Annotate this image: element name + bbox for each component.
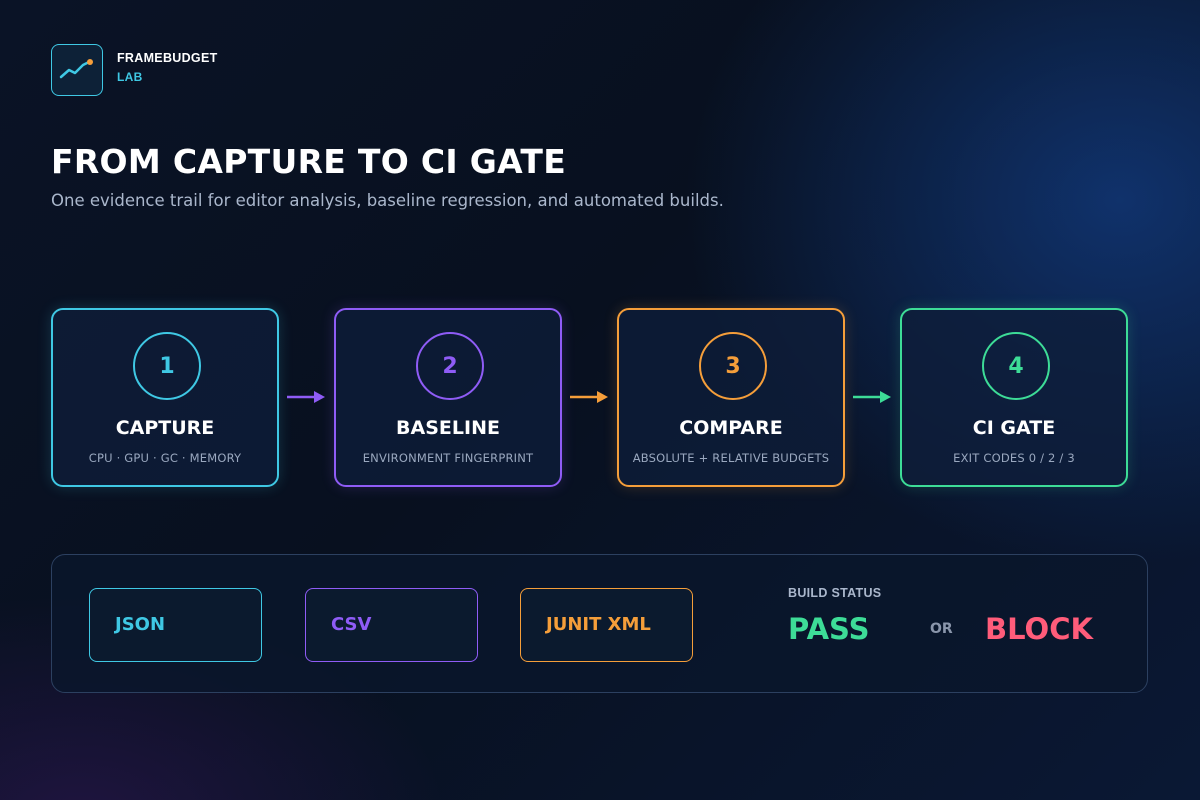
step-card-compare: 3 COMPARE ABSOLUTE + RELATIVE BUDGETS	[617, 308, 845, 487]
step-description: CPU · GPU · GC · MEMORY	[88, 451, 242, 465]
arrow-right-icon	[287, 391, 325, 403]
format-badge-json: JSON	[89, 588, 262, 662]
arrow-right-icon	[570, 391, 608, 403]
brand-name: FRAMEBUDGET	[117, 51, 218, 65]
step-card-baseline: 2 BASELINE ENVIRONMENT FINGERPRINT	[334, 308, 562, 487]
brand-logo	[51, 44, 103, 96]
format-badge-csv: CSV	[305, 588, 478, 662]
step-number-badge: 3	[699, 332, 767, 400]
step-card-capture: 1 CAPTURE CPU · GPU · GC · MEMORY	[51, 308, 279, 487]
step-title: CAPTURE	[115, 417, 215, 439]
step-title: BASELINE	[396, 417, 500, 439]
step-number-badge: 4	[982, 332, 1050, 400]
brand-sub: LAB	[117, 70, 143, 84]
step-description: ABSOLUTE + RELATIVE BUDGETS	[632, 451, 830, 465]
step-number-badge: 2	[416, 332, 484, 400]
arrow-right-icon	[853, 391, 891, 403]
status-or: OR	[930, 621, 953, 637]
step-description: ENVIRONMENT FINGERPRINT	[362, 451, 534, 465]
step-title: CI GATE	[972, 417, 1056, 439]
step-description: EXIT CODES 0 / 2 / 3	[953, 451, 1075, 465]
status-pass: PASS	[788, 612, 870, 646]
format-badge-junit-xml: JUNIT XML	[520, 588, 693, 662]
step-number-badge: 1	[133, 332, 201, 400]
trend-line-icon	[59, 59, 93, 79]
step-title: COMPARE	[679, 417, 783, 439]
step-card-ci-gate: 4 CI GATE EXIT CODES 0 / 2 / 3	[900, 308, 1128, 487]
status-block: BLOCK	[985, 612, 1093, 646]
build-status-label: BUILD STATUS	[788, 586, 882, 600]
page-title: FROM CAPTURE TO CI GATE	[51, 142, 567, 181]
page-subtitle: One evidence trail for editor analysis, …	[51, 191, 724, 210]
